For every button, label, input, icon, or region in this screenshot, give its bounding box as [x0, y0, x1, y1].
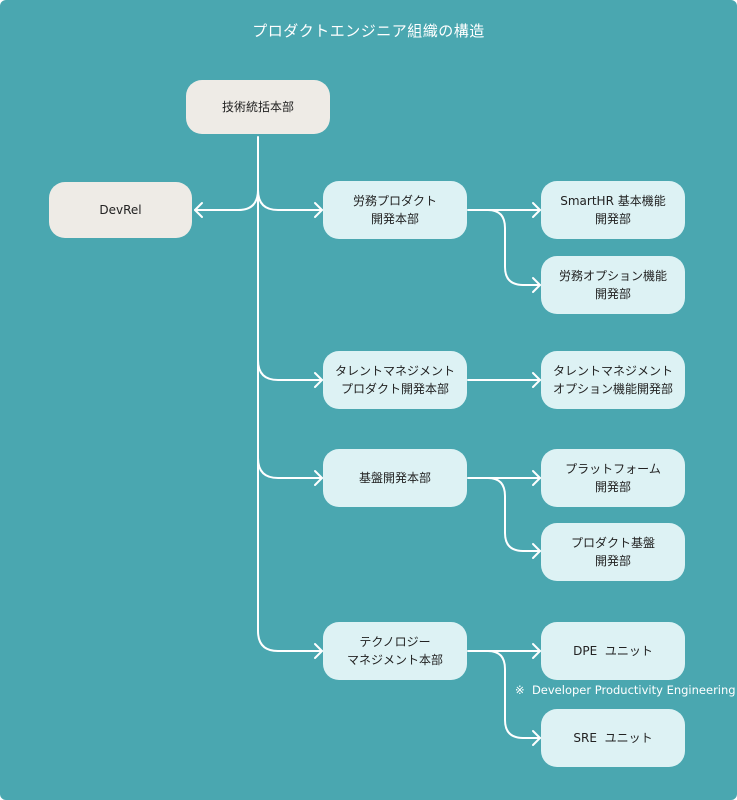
connector-prodbase	[487, 477, 541, 552]
trunk-line	[257, 136, 323, 652]
arrow-dpe	[532, 643, 541, 659]
node-basic-line2: 開発部	[594, 212, 631, 226]
node-root: 技術統括本部	[186, 80, 330, 134]
connector-talent	[257, 359, 323, 381]
arrow-basic	[532, 202, 541, 218]
node-base: 基盤開発本部	[323, 449, 467, 507]
node-laboropt-line1: 労務オプション機能	[558, 269, 667, 283]
node-dpe-unit: DPE ユニット	[541, 622, 685, 680]
node-smarthr-basic: SmartHR 基本機能 開発部	[541, 181, 685, 239]
arrow-talentopt	[532, 372, 541, 388]
node-talent: タレントマネジメント プロダクト開発本部	[323, 351, 467, 409]
node-platform-line2: 開発部	[594, 480, 631, 494]
connector-base	[257, 457, 323, 479]
node-talent-line1: タレントマネジメント	[334, 364, 455, 378]
node-devrel-label: DevRel	[99, 203, 142, 217]
arrow-sre	[532, 730, 541, 746]
node-labor-line1: 労務プロダクト	[352, 194, 437, 208]
node-devrel: DevRel	[49, 182, 192, 238]
connector-sre	[487, 650, 541, 739]
connector-devrel	[194, 189, 259, 211]
node-tech-line2: マネジメント本部	[346, 653, 443, 667]
dpe-footnote: ※ Developer Productivity Engineering	[515, 683, 736, 697]
diagram-title: プロダクトエンジニア組織の構造	[252, 22, 485, 40]
node-labor-line2: 開発本部	[370, 212, 419, 226]
node-dpe-label: DPE ユニット	[573, 644, 653, 658]
arrow-laboropt	[532, 277, 541, 293]
arrow-base	[314, 470, 323, 486]
node-product-base: プロダクト基盤 開発部	[541, 523, 685, 581]
node-prodbase-line2: 開発部	[594, 554, 631, 568]
node-laboropt-line2: 開発部	[594, 287, 631, 301]
node-labor-option: 労務オプション機能 開発部	[541, 256, 685, 314]
node-talent-line2: プロダクト開発本部	[340, 382, 449, 396]
arrow-talent	[314, 372, 323, 388]
node-sre-unit: SRE ユニット	[541, 709, 685, 767]
node-basic-line1: SmartHR 基本機能	[560, 194, 666, 208]
arrow-devrel	[194, 202, 203, 218]
arrow-platform	[532, 470, 541, 486]
node-platform-line1: プラットフォーム	[565, 462, 661, 476]
node-platform: プラットフォーム 開発部	[541, 449, 685, 507]
node-tech-line1: テクノロジー	[359, 635, 431, 649]
node-root-label: 技術統括本部	[221, 100, 294, 114]
node-prodbase-line1: プロダクト基盤	[570, 536, 655, 550]
arrow-tech	[314, 643, 323, 659]
node-sre-label: SRE ユニット	[573, 731, 653, 745]
arrow-labor	[314, 202, 323, 218]
node-tech-management: テクノロジー マネジメント本部	[323, 622, 467, 680]
connector-labor	[257, 189, 323, 211]
node-talent-option: タレントマネジメント オプション機能開発部	[541, 351, 685, 409]
node-base-label: 基盤開発本部	[358, 471, 431, 485]
arrow-prodbase	[532, 543, 541, 559]
node-labor-product: 労務プロダクト 開発本部	[323, 181, 467, 239]
connector-laboropt	[487, 209, 541, 286]
node-talentopt-line2: オプション機能開発部	[552, 382, 673, 396]
node-talentopt-line1: タレントマネジメント	[552, 364, 673, 378]
